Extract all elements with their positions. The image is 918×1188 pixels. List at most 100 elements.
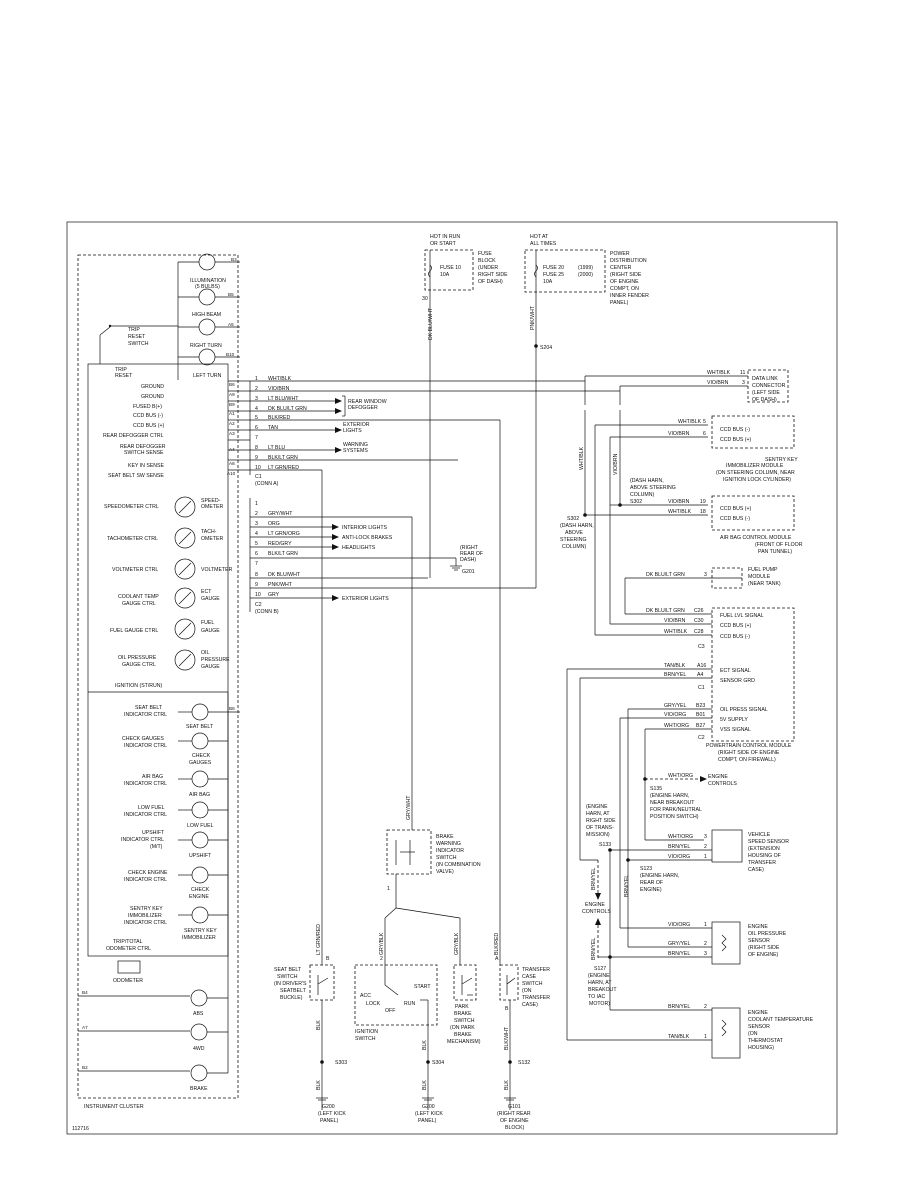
svg-text:BRN/YEL: BRN/YEL	[591, 868, 597, 890]
svg-text:C3: C3	[698, 644, 705, 650]
svg-text:WHT/BLK: WHT/BLK	[268, 376, 292, 382]
svg-text:GRY/WHT: GRY/WHT	[268, 511, 293, 517]
svg-text:SENTRY KEY: SENTRY KEY	[130, 906, 163, 912]
svg-text:VIO/BRN: VIO/BRN	[664, 618, 686, 624]
svg-text:INDICATOR: INDICATOR	[436, 848, 464, 854]
svg-text:SEAT BELT SW SENSE: SEAT BELT SW SENSE	[108, 473, 164, 479]
svg-text:TRIP: TRIP	[128, 327, 140, 333]
svg-text:WHT/BLK: WHT/BLK	[678, 419, 702, 425]
svg-text:TACH-: TACH-	[201, 529, 217, 535]
svg-text:WHT/BLK: WHT/BLK	[664, 629, 688, 635]
cluster-controller-box	[87, 363, 229, 957]
svg-text:COMPT, ON FIREWALL): COMPT, ON FIREWALL)	[718, 757, 776, 763]
svg-text:1: 1	[704, 1034, 707, 1040]
svg-text:CCD BUS (+): CCD BUS (+)	[720, 623, 752, 629]
svg-text:S302: S302	[630, 499, 642, 505]
svg-text:EXTERIOR: EXTERIOR	[343, 422, 370, 428]
svg-text:(LEFT KICK: (LEFT KICK	[415, 1111, 443, 1117]
svg-text:BLK/RED: BLK/RED	[268, 415, 290, 421]
svg-text:9: 9	[255, 582, 258, 588]
svg-text:OF ENGINE: OF ENGINE	[610, 279, 639, 285]
svg-text:FUEL: FUEL	[201, 620, 214, 626]
svg-text:4: 4	[255, 531, 258, 537]
svg-text:18: 18	[700, 509, 706, 515]
svg-text:GRY/WHT: GRY/WHT	[406, 795, 412, 820]
trip-odo-ctrl: TRIP/TOTAL	[113, 939, 143, 945]
trip-odo-ctrl-2: ODOMETER CTRL	[106, 946, 151, 952]
svg-text:BRN/YEL: BRN/YEL	[664, 672, 686, 678]
svg-text:C30: C30	[694, 618, 704, 624]
svg-text:A2: A2	[229, 421, 235, 426]
svg-text:VIO/BRN: VIO/BRN	[668, 499, 690, 505]
svg-text:IGNITION: IGNITION	[355, 1029, 378, 1035]
svg-text:LT GRN/RED: LT GRN/RED	[316, 924, 322, 955]
svg-text:GAUGES: GAUGES	[189, 760, 212, 766]
svg-text:WHT/BLK: WHT/BLK	[668, 509, 692, 515]
svg-text:HEADLIGHTS: HEADLIGHTS	[342, 545, 376, 551]
svg-text:COOLANT TEMPERATURE: COOLANT TEMPERATURE	[748, 1017, 814, 1023]
svg-text:ACC: ACC	[360, 993, 371, 999]
svg-text:A9: A9	[229, 392, 235, 397]
svg-text:GAUGE: GAUGE	[201, 628, 220, 634]
svg-text:TAN: TAN	[268, 425, 278, 431]
svg-text:DEFOGGER: DEFOGGER	[348, 405, 378, 411]
svg-text:CCD BUS (+): CCD BUS (+)	[720, 506, 752, 512]
svg-text:2: 2	[255, 386, 258, 392]
svg-text:10: 10	[255, 592, 261, 598]
svg-text:B23: B23	[696, 703, 705, 709]
svg-text:G200: G200	[322, 1104, 335, 1110]
diagram-frame	[66, 221, 838, 1135]
svg-text:RIGHT SIDE: RIGHT SIDE	[586, 818, 616, 824]
svg-text:LT GRN/ORG: LT GRN/ORG	[268, 531, 300, 537]
svg-text:TRANSFER: TRANSFER	[522, 995, 550, 1001]
svg-text:BLK: BLK	[504, 1080, 510, 1090]
svg-text:PNK/WHT: PNK/WHT	[268, 582, 293, 588]
svg-text:ILLUMINATION: ILLUMINATION	[190, 278, 226, 284]
svg-text:8: 8	[255, 572, 258, 578]
svg-text:2: 2	[255, 511, 258, 517]
svg-text:BLK: BLK	[316, 1080, 322, 1090]
svg-text:(RIGHT SIDE OF ENGINE: (RIGHT SIDE OF ENGINE	[718, 750, 780, 756]
svg-text:REAR OF: REAR OF	[460, 551, 483, 557]
svg-text:BLK: BLK	[422, 1040, 428, 1050]
gauge-tachometer: TACHOMETER CTRL TACH-OMETER	[107, 527, 223, 549]
svg-text:HIGH BEAM: HIGH BEAM	[192, 312, 221, 318]
svg-text:ABS: ABS	[193, 1011, 204, 1017]
svg-text:OIL: OIL	[201, 650, 209, 656]
svg-text:GRY/YEL: GRY/YEL	[668, 941, 691, 947]
svg-text:(CONN A): (CONN A)	[255, 481, 279, 487]
svg-text:POSITION SWITCH): POSITION SWITCH)	[650, 814, 699, 820]
svg-text:HOUSING OF: HOUSING OF	[748, 853, 781, 859]
svg-text:FOR PARK/NEUTRAL: FOR PARK/NEUTRAL	[650, 807, 702, 813]
svg-text:BRN/YEL: BRN/YEL	[668, 1004, 690, 1010]
svg-text:SWITCH: SWITCH	[277, 974, 298, 980]
svg-text:CCD BUS (-): CCD BUS (-)	[720, 634, 750, 640]
svg-text:INNER FENDER: INNER FENDER	[610, 293, 649, 299]
svg-text:6: 6	[703, 431, 706, 437]
lamp-right-turn: RIGHT TURN A5	[178, 318, 240, 349]
svg-text:DK BLU/WHT: DK BLU/WHT	[428, 307, 434, 340]
svg-text:SWITCH: SWITCH	[355, 1036, 376, 1042]
svg-text:DK BLU/LT GRN: DK BLU/LT GRN	[268, 406, 307, 412]
svg-text:OMETER: OMETER	[201, 504, 223, 510]
svg-text:(ON: (ON	[748, 1031, 758, 1037]
svg-text:OF DASH): OF DASH)	[478, 279, 503, 285]
svg-text:AIR BAG CONTROL MODULE: AIR BAG CONTROL MODULE	[720, 535, 792, 541]
svg-text:S304: S304	[432, 1060, 444, 1066]
svg-text:IGNITION LOCK CYLINDER): IGNITION LOCK CYLINDER)	[723, 477, 791, 483]
svg-text:HARN, AT: HARN, AT	[586, 811, 610, 817]
svg-text:3: 3	[742, 380, 745, 386]
svg-text:(1999): (1999)	[578, 265, 593, 271]
svg-text:S123: S123	[640, 866, 652, 872]
svg-text:A1: A1	[229, 411, 235, 416]
svg-text:INTERIOR LIGHTS: INTERIOR LIGHTS	[342, 525, 388, 531]
svg-text:SPEED SENSOR: SPEED SENSOR	[748, 839, 789, 845]
svg-text:ENGINE: ENGINE	[748, 1010, 768, 1016]
svg-text:G200: G200	[422, 1104, 435, 1110]
svg-text:S133: S133	[599, 842, 611, 848]
svg-text:SYSTEMS: SYSTEMS	[343, 448, 368, 454]
